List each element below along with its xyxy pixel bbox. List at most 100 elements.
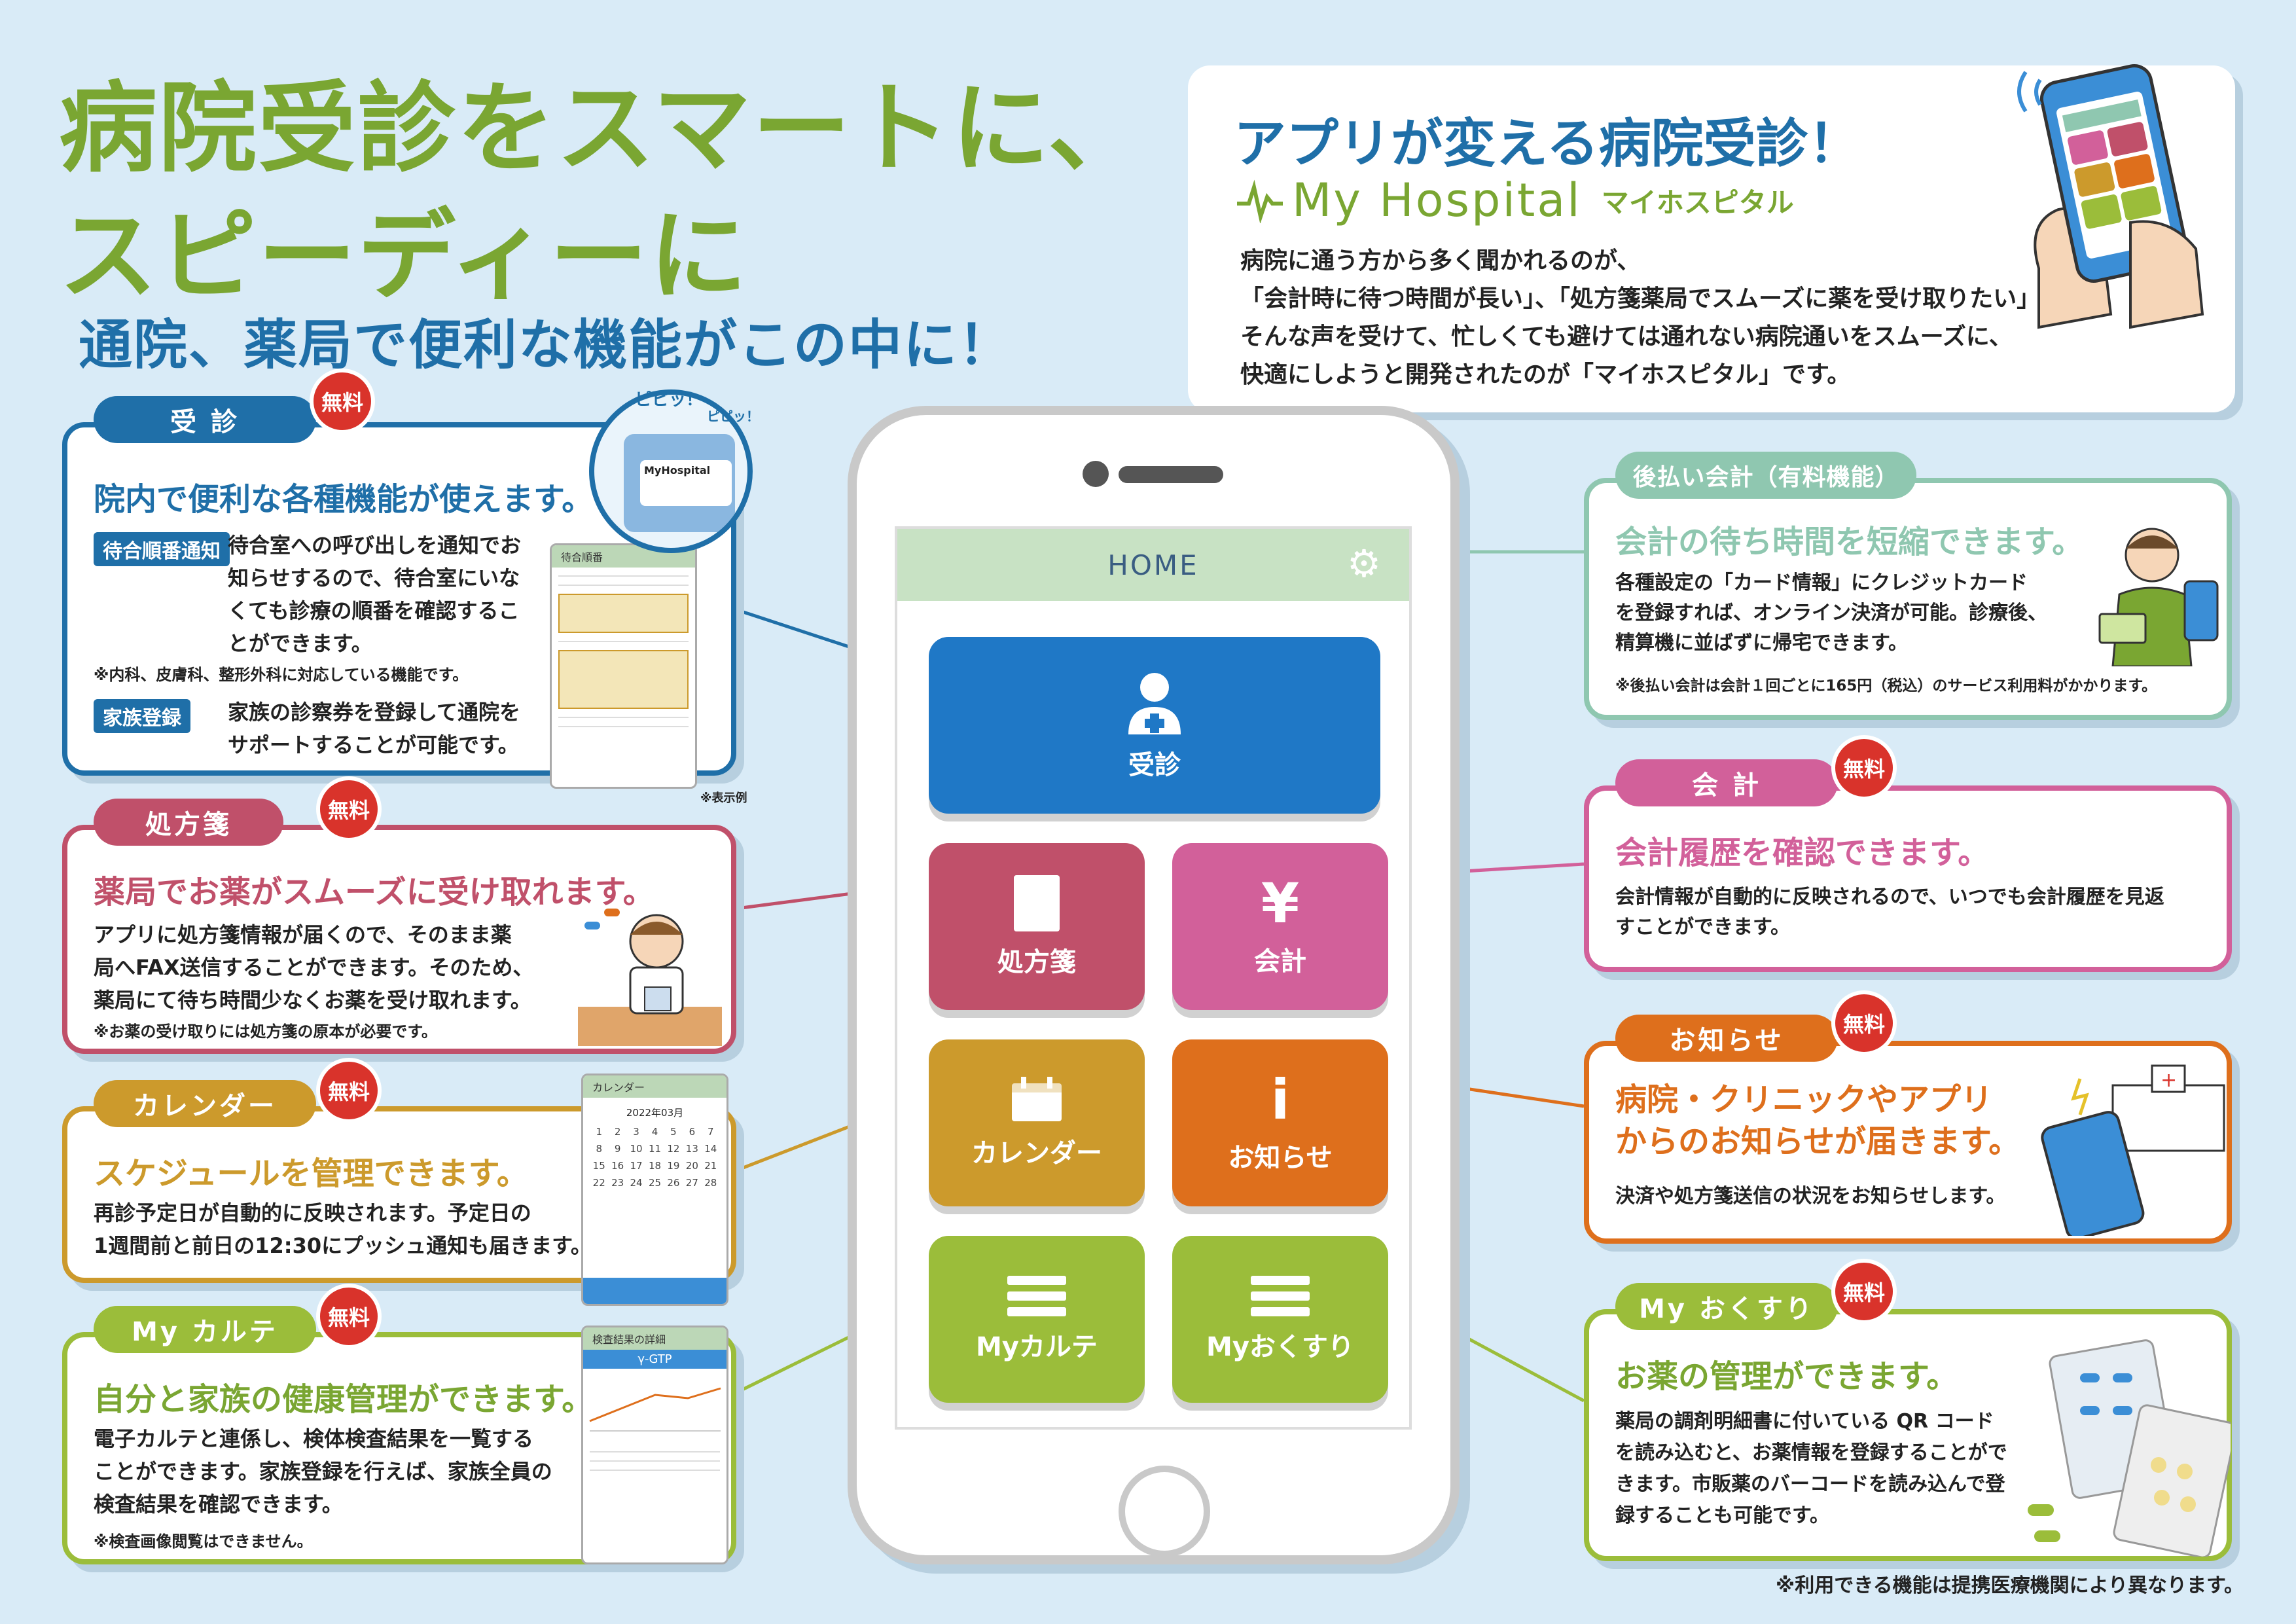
tile-label: カレンダー — [971, 1138, 1102, 1168]
text-line: 再診予定日が自動的に反映されます。予定日の — [94, 1200, 531, 1225]
mini-screen-bar: 検査結果の詳細 — [583, 1327, 726, 1350]
text-line: すことができます。 — [1615, 916, 1790, 939]
text-line: アプリに処方箋情報が届くので、そのまま薬 — [94, 922, 512, 947]
calendar-text: 再診予定日が自動的に反映されます。予定日の 1週間前と前日の12:30にプッシュ… — [94, 1197, 592, 1262]
text-line: サポートすることが可能です。 — [228, 732, 519, 757]
tile-label: お知らせ — [1228, 1142, 1333, 1173]
karte-text: 電子カルテと連係し、検体検査結果を一覧する ことができます。家族登録を行えば、家… — [94, 1422, 552, 1521]
tab-karte: My カルテ — [94, 1306, 316, 1353]
karte-item: γ-GTP — [583, 1350, 726, 1369]
document-icon — [1014, 875, 1060, 931]
tile-okusuri[interactable]: Myおくすり — [1172, 1236, 1388, 1403]
doctor-icon — [1128, 673, 1181, 734]
feature-oshirase: お知らせ 無料 病院・クリニックやアプリ からのお知らせが届きます。 決済や処方… — [1584, 990, 2232, 1244]
headline-line1: 病院受診をスマートに、 — [59, 72, 1148, 186]
intro-title: アプリが変える病院受診！ — [1234, 113, 1861, 174]
home-header: HOME ⚙ — [897, 529, 1409, 601]
info-icon: i — [1270, 1067, 1290, 1132]
text-line: ことができます。家族登録を行えば、家族全員の — [94, 1459, 552, 1484]
phone-in-hand-illustration — [2017, 64, 2204, 329]
bubble-text-2: ピピッ！ — [707, 408, 759, 424]
feature-okusuri: My おくすり 無料 お薬の管理ができます。 薬局の調剤明細書に付いている QR… — [1584, 1259, 2232, 1561]
myhospital-logo: My Hospital マイホスピタル — [1237, 173, 1794, 227]
free-badge: 無料 — [316, 776, 382, 842]
okusuri-heading: お薬の管理ができます。 — [1615, 1358, 1958, 1395]
shohosen-note: ※お薬の受け取りには処方箋の原本が必要です。 — [94, 1022, 437, 1041]
text-line: 精算機に並ばずに帰宅できます。 — [1615, 632, 1908, 655]
chip-family-registration: 家族登録 — [94, 699, 190, 733]
text-line: を読み込むと、お薬情報を登録することがで — [1615, 1441, 2007, 1464]
jushin-heading: 院内で便利な各種機能が使えます。 — [94, 481, 594, 518]
text-line: くても診療の順番を確認するこ — [228, 598, 520, 623]
intro-line: 「会計時に待つ時間が長い」、「処方箋薬局でスムーズに薬を受け取りたい」など。 — [1240, 285, 2110, 312]
speaker-bar — [1119, 466, 1223, 483]
pharmacist-illustration — [578, 909, 722, 1046]
tile-karte[interactable]: Myカルテ — [929, 1236, 1145, 1403]
tile-label: Myおくすり — [1206, 1331, 1354, 1362]
free-badge: 無料 — [1831, 990, 1897, 1056]
tile-label: Myカルテ — [976, 1331, 1098, 1362]
tab-okusuri: My おくすり — [1615, 1283, 1838, 1330]
home-button[interactable] — [1119, 1466, 1210, 1557]
notification-zoom-circle: MyHospital — [589, 389, 753, 553]
karte-note: ※検査画像閲覧はできません。 — [94, 1532, 313, 1551]
karte-mini-chart — [589, 1387, 721, 1432]
atobarai-heading: 会計の待ち時間を短縮できます。 — [1615, 524, 2084, 560]
atobarai-note: ※後払い会計は会計１回ごとに165円（税込）のサービス利用料がかかります。 — [1615, 677, 2157, 695]
footnote: ※利用できる機能は提携医療機関により異なります。 — [1776, 1574, 2244, 1597]
text-line: 家族の診察券を登録して通院を — [228, 700, 521, 725]
businessman-illustration — [2098, 528, 2219, 666]
heading-line: 病院・クリニックやアプリ — [1615, 1081, 1993, 1118]
jushin-sample-screen: 待合順番 — [550, 543, 697, 789]
tab-jushin: 受 診 — [94, 396, 316, 443]
kaikei-text: 会計情報が自動的に反映されるので、いつでも会計履歴を見返 すことができます。 — [1615, 882, 2164, 943]
free-badge: 無料 — [1831, 735, 1897, 801]
heading-line: からのお知らせが届きます。 — [1615, 1123, 2020, 1160]
headline-line2: スピーディーに — [59, 200, 749, 314]
heartbeat-icon — [1237, 179, 1283, 223]
oshirase-text: 決済や処方箋送信の状況をお知らせします。 — [1615, 1180, 2005, 1213]
tab-calendar: カレンダー — [94, 1080, 316, 1127]
atobarai-text: 各種設定の「カード情報」にクレジットカード を登録すれば、オンライン決済が可能。… — [1615, 568, 2047, 659]
calendar-month: 2022年03月 — [626, 1107, 684, 1119]
notification-card: MyHospital — [640, 460, 732, 506]
hospital-and-phone-illustration: + — [2041, 1064, 2225, 1236]
okusuri-text: 薬局の調剤明細書に付いている QR コード を読み込むと、お薬情報を登録すること… — [1615, 1406, 2007, 1532]
feature-shohosen: 処方箋 無料 薬局でお薬がスムーズに受け取れます。 アプリに処方箋情報が届くので… — [62, 776, 736, 1054]
text-line: 待合室への呼び出しを通知でお — [228, 533, 522, 558]
text-line: 各種設定の「カード情報」にクレジットカード — [1615, 571, 2028, 594]
mini-screen-bar: カレンダー — [583, 1075, 726, 1098]
text-line: 知らせするので、待合室にいな — [228, 566, 520, 590]
smartphone-mockup: HOME ⚙ 受診 処方箋 ¥ 会計 — [848, 406, 1460, 1564]
text-line: 1週間前と前日の12:30にプッシュ通知も届きます。 — [94, 1233, 592, 1258]
list-icon — [1007, 1275, 1066, 1316]
oshirase-heading: 病院・クリニックやアプリ からのお知らせが届きます。 — [1615, 1079, 2020, 1163]
intro-line: 快適にしようと開発されたのが「マイホスピタル」です。 — [1240, 361, 1851, 388]
text-line: とができます。 — [228, 631, 372, 656]
jushin-text1: 待合室への呼び出しを通知でお 知らせするので、待合室にいな くても診療の順番を確… — [228, 529, 521, 660]
text-line: 局へFAX送信することができます。そのため、 — [94, 955, 534, 980]
calendar-icon — [1012, 1076, 1062, 1121]
tile-shohosen[interactable]: 処方箋 — [929, 843, 1145, 1010]
gear-icon[interactable]: ⚙ — [1347, 541, 1383, 586]
tile-oshirase[interactable]: i お知らせ — [1172, 1039, 1388, 1206]
intro-text: 病院に通う方から多く聞かれるのが、 「会計時に待つ時間が長い」、「処方箋薬局でス… — [1240, 242, 2144, 394]
feature-kaikei: 会 計 無料 会計履歴を確認できます。 会計情報が自動的に反映されるので、いつで… — [1584, 735, 2232, 972]
tile-calendar[interactable]: カレンダー — [929, 1039, 1145, 1206]
tile-label: 受診 — [1128, 750, 1181, 780]
tile-jushin[interactable]: 受診 — [929, 637, 1380, 814]
bubble-text: ピピッ！ — [635, 390, 704, 410]
chip-waiting-order: 待合順番通知 — [94, 532, 230, 566]
shohosen-text: アプリに処方箋情報が届くので、そのまま薬 局へFAX送信することができます。その… — [94, 918, 533, 1017]
free-badge: 無料 — [316, 1284, 382, 1349]
intro-line: そんな声を受けて、忙しくても避けては通れない病院通いをスムーズに、 — [1240, 323, 2013, 350]
text-line: 録することも可能です。 — [1615, 1504, 1829, 1527]
home-title: HOME — [1107, 549, 1199, 581]
camera-dot — [1083, 461, 1109, 487]
list-icon — [1251, 1275, 1310, 1316]
main-headline: 病院受診をスマートに、 スピーディーに — [59, 65, 1147, 321]
calendar-heading: スケジュールを管理できます。 — [94, 1155, 528, 1192]
shohosen-heading: 薬局でお薬がスムーズに受け取れます。 — [94, 874, 655, 911]
tile-kaikei[interactable]: ¥ 会計 — [1172, 843, 1388, 1010]
